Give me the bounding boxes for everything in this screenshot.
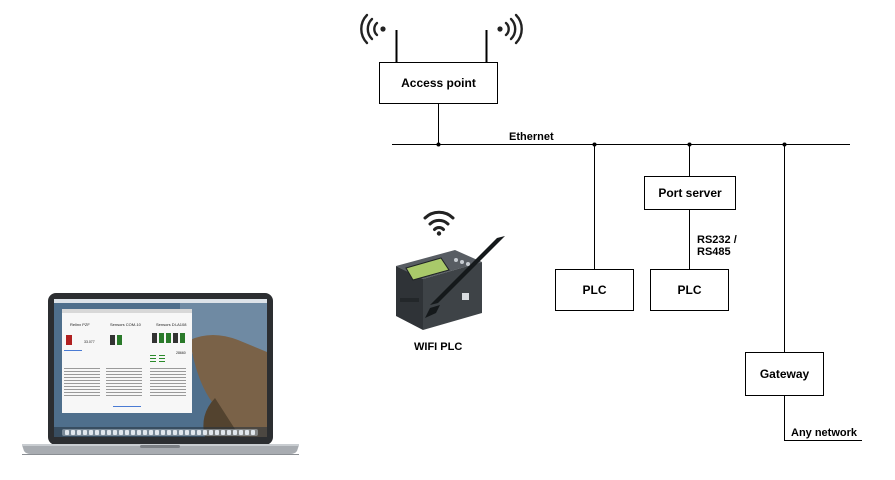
- plc-right-box: PLC: [650, 269, 729, 311]
- plc-left-box: PLC: [555, 269, 634, 311]
- wifi-wave-right-icon: [497, 13, 523, 45]
- wifi-icon: [423, 210, 455, 236]
- laptop-screen-title-mid: Sensors COM-10: [110, 322, 142, 327]
- any-network-label: Any network: [791, 427, 858, 439]
- laptop-illustration: Relinx PZF Sensors COM-10 Sensors DI-A10…: [22, 293, 299, 455]
- rs485-label: RS485: [697, 246, 731, 258]
- laptop-screen-value-b: 28660: [176, 351, 186, 355]
- wifi-plc-label: WIFI PLC: [414, 341, 463, 353]
- laptop-screen-title-right: Sensors DI-A108: [156, 322, 187, 327]
- laptop-screen-value-a: 33.077: [84, 340, 95, 344]
- gateway-box: Gateway: [745, 352, 824, 396]
- wifi-wave-left-icon: [360, 13, 386, 45]
- junction-dots: [436, 142, 787, 147]
- ethernet-label: Ethernet: [509, 131, 554, 143]
- rs232-label: RS232 /: [697, 234, 737, 246]
- connector-lines: [392, 30, 862, 441]
- port-server-box: Port server: [644, 176, 736, 210]
- access-point-box: Access point: [379, 62, 498, 104]
- wifi-plc-device: [396, 236, 505, 330]
- laptop-screen-title-left: Relinx PZF: [70, 322, 90, 327]
